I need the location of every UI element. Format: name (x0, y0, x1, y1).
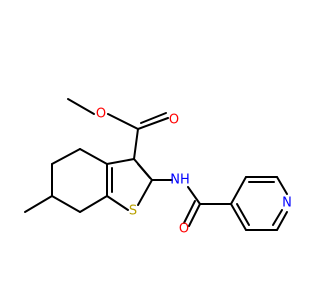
bond-s-c7a (106, 195, 129, 211)
bond-ester-c-o-double-a (137, 117, 169, 130)
bond-c2-s (137, 179, 153, 206)
bond-ester-c-c3 (133, 128, 139, 160)
bond-amide-c-o-b (183, 200, 196, 224)
atom-o-ester: O (96, 107, 106, 122)
bond-pyr-c2-n (276, 176, 288, 195)
atom-n-pyridine: N (282, 196, 292, 211)
bonds (24, 98, 288, 231)
bond-c3a-c4 (79, 148, 108, 165)
atom-labels: O O S NH O N (96, 107, 292, 237)
bond-pyr-c5-c4-b (236, 203, 250, 226)
atom-nh-amide: NH (170, 173, 190, 188)
atom-o-amide: O (179, 222, 189, 237)
bond-pyr-n-c6-b (272, 209, 283, 226)
bond-ester-c-o-double-b (140, 112, 167, 124)
molecule-structure: O O S NH O N (24, 98, 292, 237)
bond-c3-c2-b (137, 163, 151, 179)
bond-amide-c-o-a (188, 203, 201, 227)
bond-c6-c7 (51, 195, 81, 213)
bond-pyr-n-c6-a (276, 211, 288, 231)
atom-o-carbonyl-ester: O (169, 113, 179, 128)
bond-o-ester-c (107, 113, 139, 130)
bond-c3a-c3 (106, 158, 135, 165)
bond-pyr-c5-c4-a (230, 203, 247, 231)
bond-pyr-c4-c3 (230, 176, 247, 205)
bond-nh-amide-c (187, 186, 201, 205)
atom-s-thiophene: S (129, 204, 137, 219)
bond-c6-methyl (24, 195, 53, 213)
bond-methyl-o (67, 98, 95, 115)
bond-c4-c5 (51, 148, 81, 165)
bond-c7-c7a (79, 195, 108, 213)
